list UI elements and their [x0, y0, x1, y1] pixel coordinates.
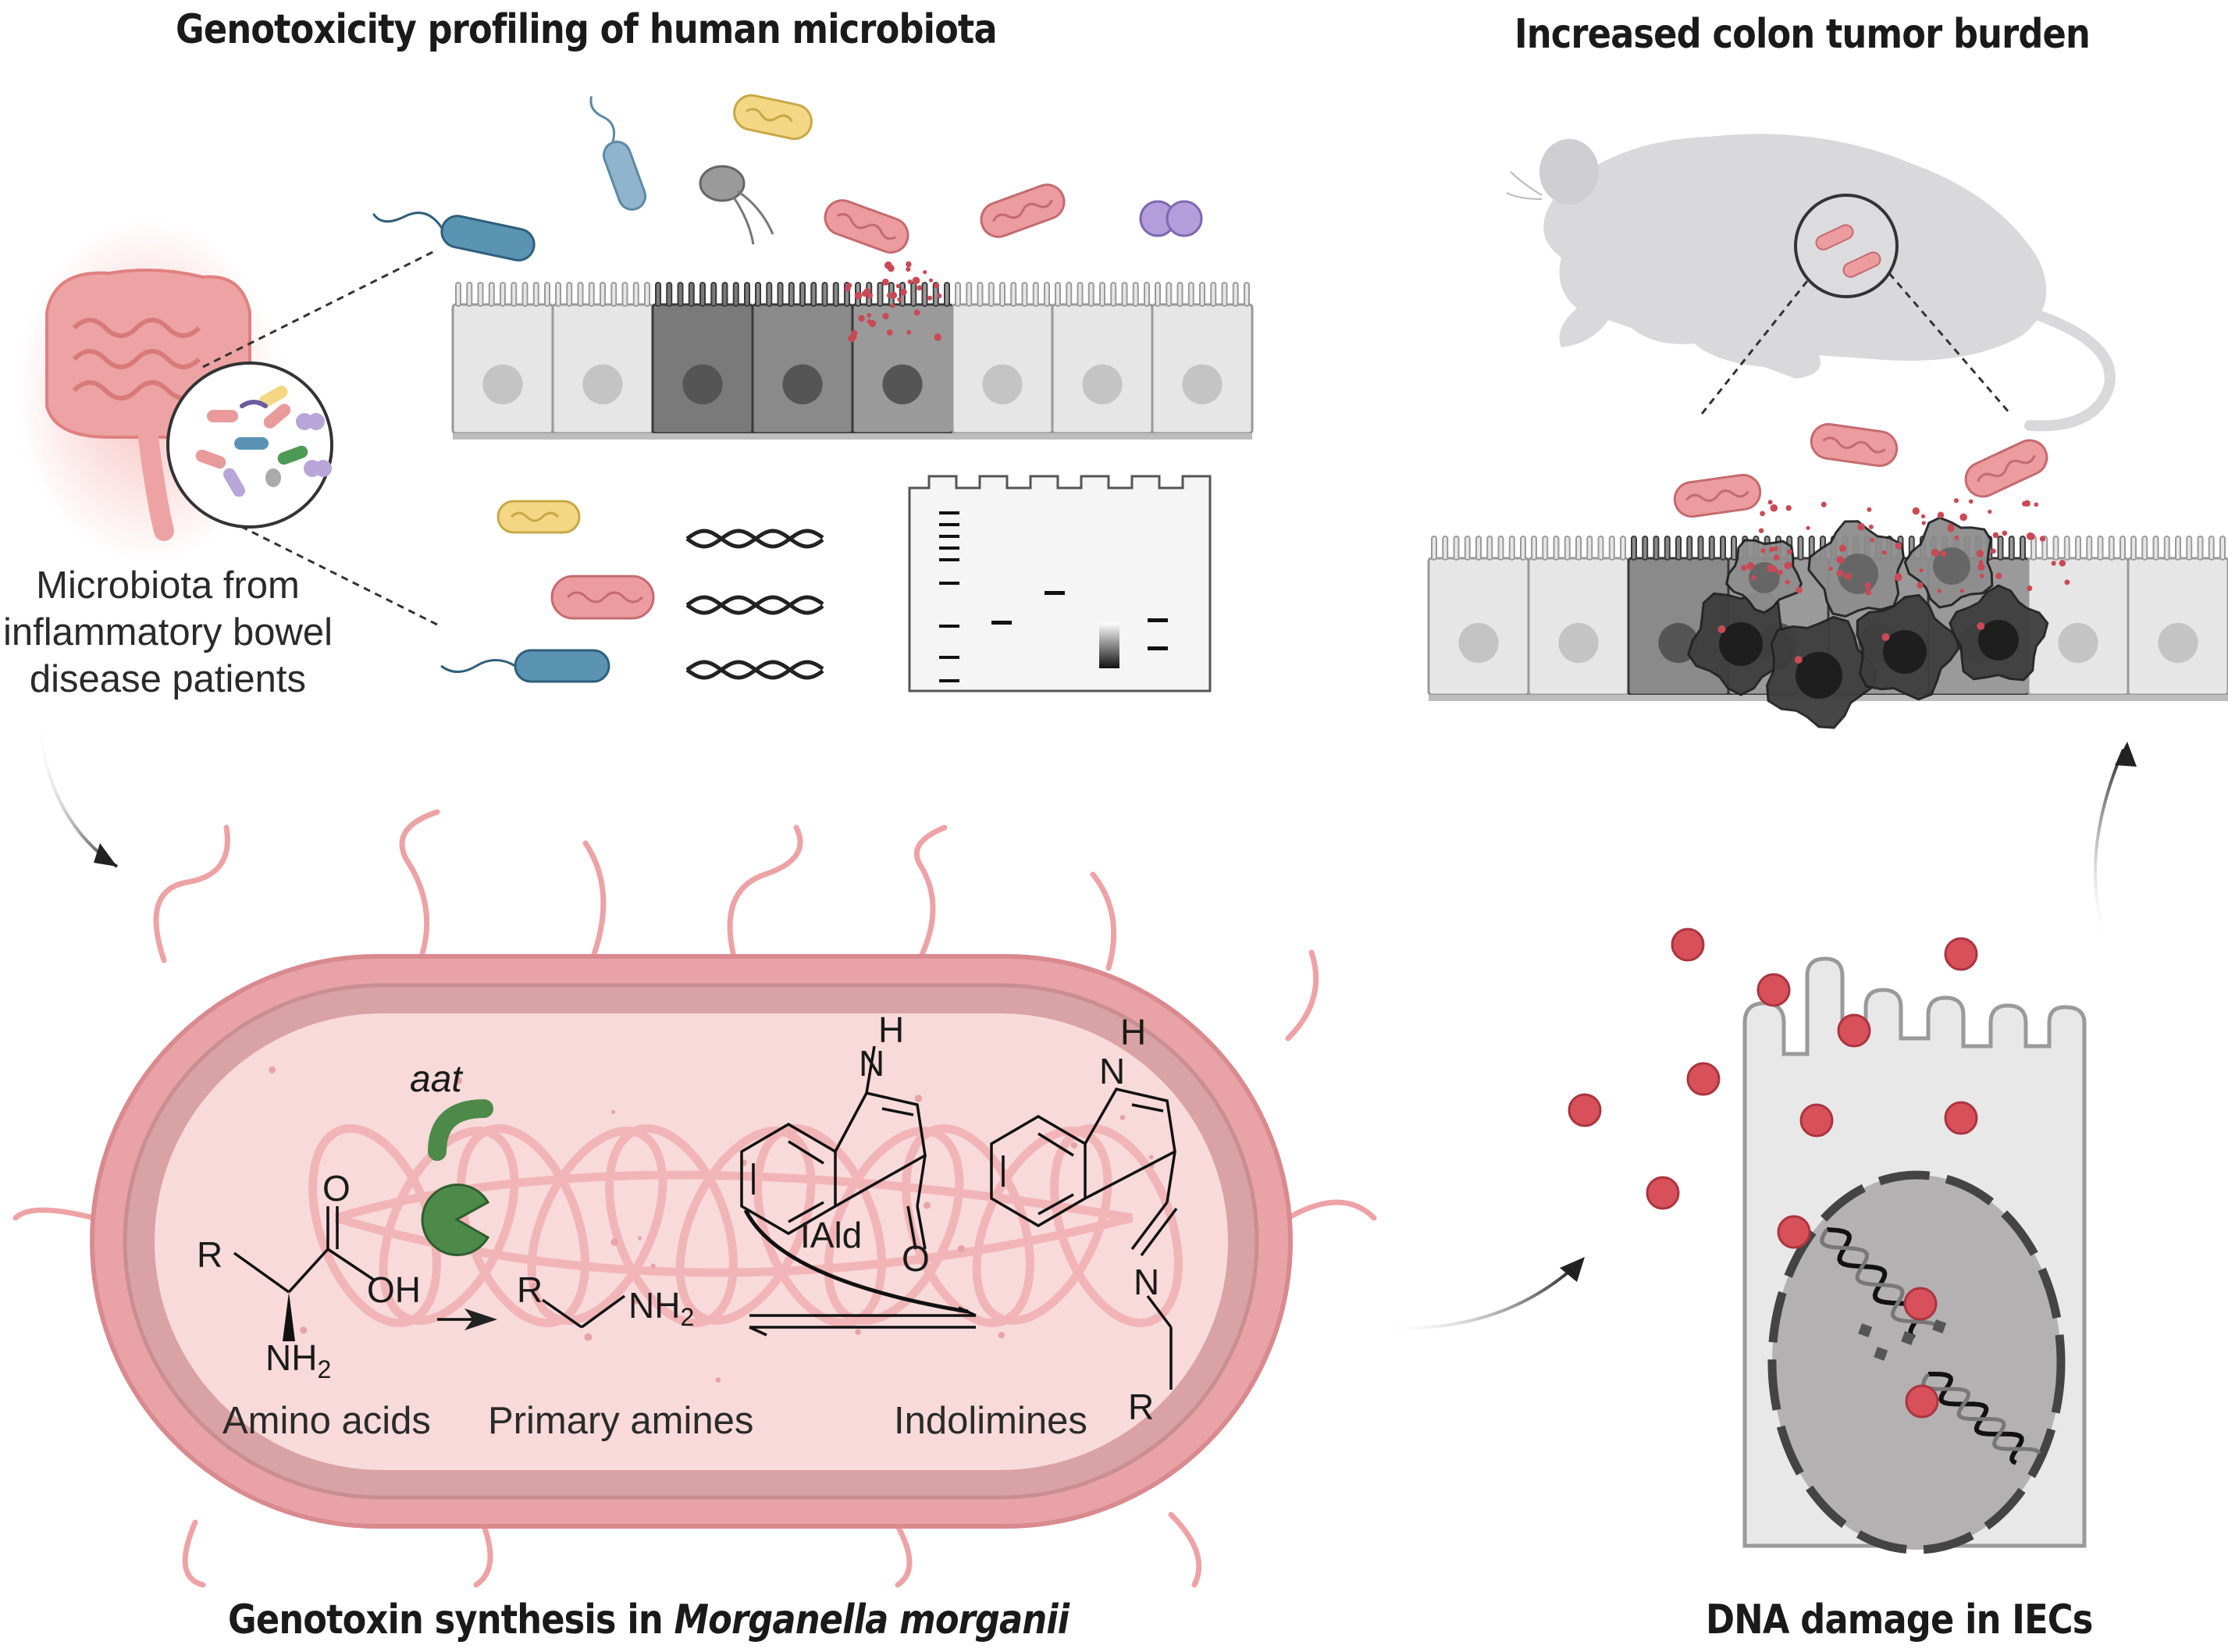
arrow-to-dna-damage: [1381, 1263, 1578, 1330]
atom-n: N: [1134, 1262, 1160, 1302]
primary-amine-structure: [541, 1294, 626, 1329]
step-label-primary-amines: Primary amines: [488, 1400, 754, 1442]
panel-title-dna-damage: DNA damage in IECs: [1706, 1597, 2093, 1643]
genotoxin-particle: [1671, 927, 1705, 962]
atom-n: N: [859, 1043, 885, 1084]
genotoxin-particle: [1686, 1062, 1721, 1096]
atom-h: H: [1120, 1012, 1147, 1052]
genotoxin-particle: [1837, 1013, 1871, 1048]
microbiota-magnifier: [166, 248, 438, 626]
genotoxin-particles: [1568, 927, 1978, 1419]
panel-title-synthesis: Genotoxin synthesis in Morganella morgan…: [228, 1597, 1070, 1643]
source-label-line: Microbiota from: [36, 564, 300, 607]
atom-nh2: NH2: [628, 1284, 694, 1332]
panel-title-synthesis-species: Morganella morganii: [674, 1597, 1070, 1643]
arrow-head-icon: [94, 843, 117, 867]
arrow-to-tumor: [2094, 749, 2125, 945]
source-label-line: disease patients: [29, 658, 307, 700]
atom-r: R: [1128, 1387, 1155, 1427]
genotoxin-particle: [1646, 1176, 1680, 1210]
atom-subscript: 2: [680, 1303, 695, 1332]
genotoxin-particle: [1777, 1215, 1811, 1249]
mouse-silhouette: [1506, 134, 2116, 432]
amino-acid-structure: [233, 1206, 497, 1341]
mouse-colon-magnifier: [1700, 194, 2012, 415]
atom-nh2: NH2: [265, 1337, 331, 1384]
step-label-indolimines: Indolimines: [894, 1400, 1087, 1442]
morganella-bacterium: [12, 809, 1377, 1588]
atom-o: O: [322, 1168, 351, 1209]
step-label-amino-acids: Amino acids: [222, 1400, 431, 1442]
panel-title-tumor-burden: Increased colon tumor burden: [1514, 11, 2091, 58]
atom-h: H: [878, 1009, 905, 1050]
arrow-to-synthesis: [37, 717, 119, 868]
equilibrium-arrows: [743, 1209, 977, 1337]
gel-electrophoresis: [908, 475, 1212, 692]
aat-enzyme-icon: [421, 1099, 493, 1256]
panel-title-synthesis-prefix: Genotoxin synthesis in: [228, 1597, 674, 1643]
atom-oh: OH: [367, 1269, 421, 1310]
atom-o: O: [902, 1238, 930, 1279]
panel-title-profiling: Genotoxicity profiling of human microbio…: [176, 6, 998, 53]
epithelium-healthy-strip: [451, 282, 1254, 440]
bacteria-dna-pairs: [440, 500, 824, 683]
arrow-head-icon: [1560, 1257, 1585, 1282]
genotoxin-particle: [1568, 1093, 1602, 1127]
atom-nh2-text: NH: [265, 1337, 318, 1378]
indolimine-structure: [990, 1088, 1178, 1390]
enzyme-label: aat: [410, 1059, 462, 1100]
atom-nh2-text: NH: [628, 1285, 681, 1326]
genotoxin-particle: [1756, 973, 1791, 1007]
atom-r: R: [197, 1234, 223, 1275]
atom-n: N: [1099, 1051, 1126, 1091]
genotoxin-particle: [1799, 1103, 1834, 1138]
bacteria-above-epithelium: [372, 94, 1203, 343]
indole-aldehyde-structure: [740, 1045, 927, 1250]
genotoxin-particle: [1903, 1287, 1938, 1321]
atom-subscript: 2: [317, 1355, 332, 1384]
intestinal-epithelial-cell: [1568, 927, 2087, 1554]
iald-label: IAld: [800, 1215, 863, 1255]
genotoxin-particle: [1944, 937, 1978, 971]
genotoxin-particle: [1905, 1384, 1939, 1419]
source-label: Microbiota from inflammatory bowel disea…: [0, 562, 336, 703]
bacteria-over-tumor: [1673, 422, 2070, 596]
genotoxin-particle: [1944, 1101, 1978, 1135]
arrow-head-icon: [2115, 742, 2137, 767]
source-label-line: inflammatory bowel: [2, 611, 333, 653]
atom-r: R: [517, 1269, 543, 1310]
tumor-mass: [1687, 516, 2049, 729]
